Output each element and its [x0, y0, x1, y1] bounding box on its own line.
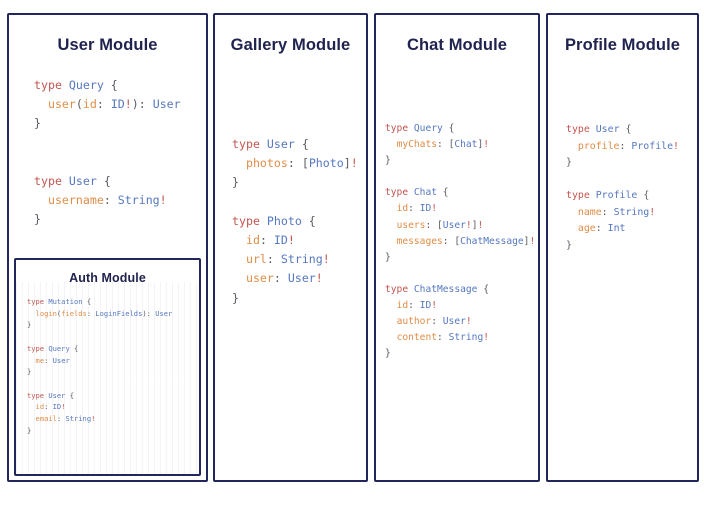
- card-auth-module[interactable]: Auth Module type Mutation { login(fields…: [14, 258, 201, 476]
- card-title-auth-module: Auth Module: [69, 271, 146, 285]
- card-title-profile-module: Profile Module: [564, 36, 681, 54]
- code-block-gallery-module: type User { photos: [Photo]!} type Photo…: [232, 137, 358, 305]
- card-title-chat-module: Chat Module: [406, 36, 508, 54]
- code-block-chat-module: type Query { myChats: [Chat]!} type Chat…: [385, 123, 536, 360]
- code-block-user-module: type Query { user(id: ID!): User} type U…: [34, 78, 181, 227]
- code-block-auth-module: type Mutation { login(fields: LoginField…: [27, 297, 173, 435]
- card-profile-module[interactable]: Profile Module type User { profile: Prof…: [546, 13, 699, 482]
- code-block-profile-module: type User { profile: Profile!} type Prof…: [566, 124, 679, 251]
- card-gallery-module[interactable]: Gallery Module type User { photos: [Phot…: [213, 13, 368, 482]
- card-title-user-module: User Module: [57, 36, 158, 54]
- card-user-module[interactable]: User Module type Query { user(id: ID!): …: [7, 13, 208, 482]
- card-chat-module[interactable]: Chat Module type Query { myChats: [Chat]…: [374, 13, 540, 482]
- card-title-gallery-module: Gallery Module: [230, 36, 351, 54]
